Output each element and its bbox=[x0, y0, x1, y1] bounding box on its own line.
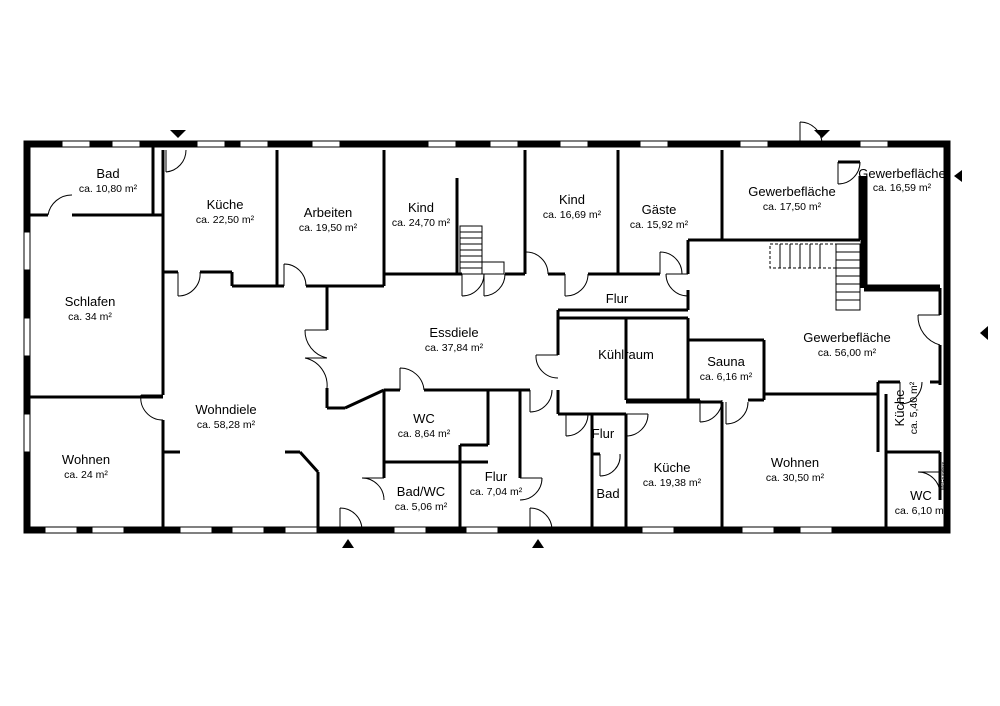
room-area: ca. 56,00 m² bbox=[818, 347, 877, 359]
room-name: Flur bbox=[485, 469, 508, 484]
room-name: Gäste bbox=[642, 202, 677, 217]
room-area: ca. 16,59 m² bbox=[873, 182, 932, 194]
room-area: ca. 17,50 m² bbox=[763, 201, 822, 213]
room-name: WC bbox=[413, 411, 435, 426]
room-area: ca. 58,28 m² bbox=[197, 419, 256, 431]
room-area: ca. 10,80 m² bbox=[79, 183, 138, 195]
room-name: Schlafen bbox=[65, 294, 116, 309]
room-name: Küche bbox=[654, 460, 691, 475]
room-name: Kühlraum bbox=[598, 347, 654, 362]
stairs bbox=[459, 225, 861, 311]
room-name: Bad bbox=[596, 486, 619, 501]
room-name: Wohndiele bbox=[195, 402, 256, 417]
room-area: ca. 30,50 m² bbox=[766, 472, 825, 484]
room-name: Flur bbox=[592, 426, 615, 441]
room-area: ca. 5,40 m² bbox=[908, 381, 920, 434]
room-area: ca. 5,06 m² bbox=[395, 501, 448, 513]
entrance-markers bbox=[170, 130, 988, 548]
room-name: Bad/WC bbox=[397, 484, 445, 499]
room-labels: Bad ca. 10,80 m² Küche ca. 22,50 m² Arbe… bbox=[62, 166, 948, 517]
room-area: ca. 19,38 m² bbox=[643, 477, 702, 489]
room-name: Kind bbox=[408, 200, 434, 215]
room-area: ca. 24,70 m² bbox=[392, 217, 451, 229]
room-name: Gewerbefläche bbox=[858, 166, 945, 181]
room-area: ca. 37,84 m² bbox=[425, 342, 484, 354]
room-name: Küche bbox=[207, 197, 244, 212]
room-area: ca. 7,04 m² bbox=[470, 486, 523, 498]
room-name: Wohnen bbox=[62, 452, 110, 467]
room-area: ca. 15,92 m² bbox=[630, 219, 689, 231]
room-name: Essdiele bbox=[429, 325, 478, 340]
interior-walls bbox=[27, 144, 942, 530]
windows bbox=[23, 140, 889, 534]
room-area: ca. 16,69 m² bbox=[543, 209, 602, 221]
room-name: Kind bbox=[559, 192, 585, 207]
room-area: ca. 22,50 m² bbox=[196, 214, 255, 226]
room-name: Küche bbox=[892, 390, 907, 427]
room-name: Gewerbefläche bbox=[748, 184, 835, 199]
room-area: ca. 8,64 m² bbox=[398, 428, 451, 440]
room-name: Arbeiten bbox=[304, 205, 352, 220]
room-name: Wohnen bbox=[771, 455, 819, 470]
room-name: Sauna bbox=[707, 354, 745, 369]
room-area: ca. 24 m² bbox=[64, 469, 108, 481]
room-name: Flur bbox=[606, 291, 629, 306]
room-name: Gewerbefläche bbox=[803, 330, 890, 345]
room-area: ca. 6,16 m² bbox=[700, 371, 753, 383]
room-area: ca. 34 m² bbox=[68, 311, 112, 323]
doors bbox=[47, 121, 941, 531]
room-area: ca. 19,50 m² bbox=[299, 222, 358, 234]
room-name: Bad bbox=[96, 166, 119, 181]
room-area: ca. 6,10 m² bbox=[895, 505, 948, 517]
plan-credit: McGrundriss bbox=[941, 461, 947, 490]
room-name: WC bbox=[910, 488, 932, 503]
